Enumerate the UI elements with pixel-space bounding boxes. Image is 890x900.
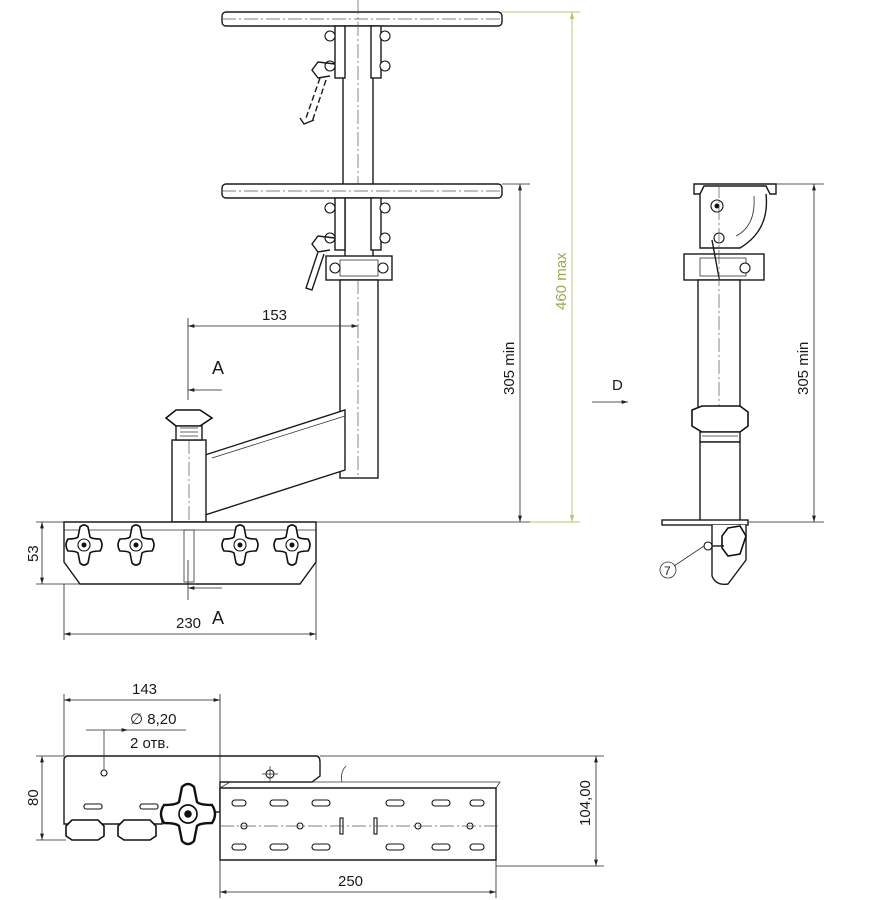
knob-side [691, 405, 749, 433]
knob-top-view-2 [117, 819, 157, 841]
support-arm [204, 409, 346, 516]
top-view: 143 ∅ 8,20 2 отв. 80 104,00 250 [25, 681, 604, 898]
front-view: A A 153 305 min 460 max 53 230 [25, 0, 580, 640]
view-d-indicator: D [592, 377, 628, 404]
knob-top-view-1 [65, 819, 105, 841]
dimension-230: 230 [176, 615, 201, 632]
base-plate-side [661, 519, 749, 526]
dimension-460-max: 460 max [553, 252, 570, 310]
dimension-250: 250 [338, 873, 363, 890]
top-bracket-side [693, 183, 777, 195]
star-knob-top [164, 409, 214, 427]
callout-7: 7 [664, 564, 671, 578]
dimension-104: 104,00 [577, 780, 594, 826]
base-plate-front [63, 521, 317, 585]
callout-circle-7 [659, 561, 677, 579]
section-label-a-top: A [212, 358, 224, 378]
section-label-a-bottom: A [212, 608, 224, 628]
dimension-143: 143 [132, 681, 157, 698]
side-view: 7 305 min [659, 183, 824, 586]
outer-column [339, 279, 379, 479]
dimension-153: 153 [262, 307, 287, 324]
hole-count: 2 отв. [130, 735, 170, 752]
dimension-53: 53 [25, 545, 42, 562]
arm-plate-top [219, 787, 497, 861]
dimension-80: 80 [25, 789, 42, 806]
dimension-305-front: 305 min [501, 342, 518, 395]
view-d-label: D [612, 377, 623, 394]
hole-diameter: ∅ 8,20 [130, 711, 176, 728]
dimension-305-side: 305 min [795, 342, 812, 395]
